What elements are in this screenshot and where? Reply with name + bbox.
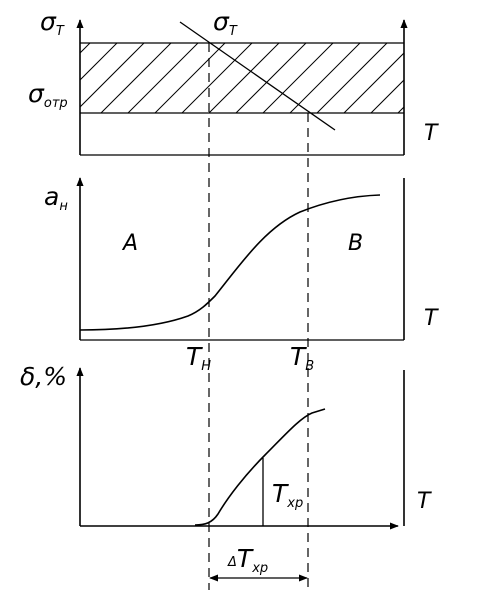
ductile-region-label: A: [121, 231, 138, 256]
brittle-region-label: B: [348, 231, 363, 256]
impact-toughness-curve: [79, 194, 381, 331]
percent-axis-label: δ,%: [20, 362, 67, 391]
yield-curve-label: σT: [213, 7, 238, 39]
hatch-line: [80, 43, 145, 108]
hatched-region: [80, 43, 493, 113]
fracture-stress-label: σотр: [28, 79, 68, 111]
toughness-temperature-label: T: [424, 306, 439, 331]
hatch-line: [343, 52, 404, 113]
toughness-axis-label: aн: [44, 182, 68, 214]
impact-toughness-panel: aн A B T TH TB: [44, 177, 439, 374]
transition-guides: ΔTxp: [208, 43, 309, 590]
hatch-line: [262, 43, 334, 113]
hatch-line: [370, 79, 404, 113]
fracture-percent-panel: δ,% T Txp: [20, 362, 432, 530]
strength-temperature-label: T: [424, 121, 439, 146]
lower-threshold-label: TH: [186, 342, 211, 374]
hatch-line: [397, 106, 404, 113]
hatch-line: [235, 43, 307, 113]
hatch-line: [80, 43, 118, 81]
hatch-line: [208, 43, 280, 113]
upper-threshold-label: TB: [290, 342, 314, 374]
hatch-line: [452, 43, 493, 113]
hatch-line: [181, 43, 253, 113]
strength-panel: σT σT σотр T: [28, 7, 493, 156]
hatch-line: [154, 43, 226, 113]
yield-axis-label: σT: [40, 7, 65, 39]
hatch-line: [100, 43, 172, 113]
transition-interval-label: ΔTxp: [227, 544, 268, 576]
yield-stress-curve: [179, 21, 336, 131]
transition-temperature-label: Txp: [272, 479, 303, 511]
hatch-line: [316, 43, 388, 113]
percent-temperature-label: T: [417, 489, 432, 514]
hatch-line: [425, 43, 493, 113]
fracture-percent-curve: [194, 408, 326, 526]
hatch-line: [289, 43, 361, 113]
hatch-line: [127, 43, 199, 113]
hatch-line: [479, 43, 493, 113]
